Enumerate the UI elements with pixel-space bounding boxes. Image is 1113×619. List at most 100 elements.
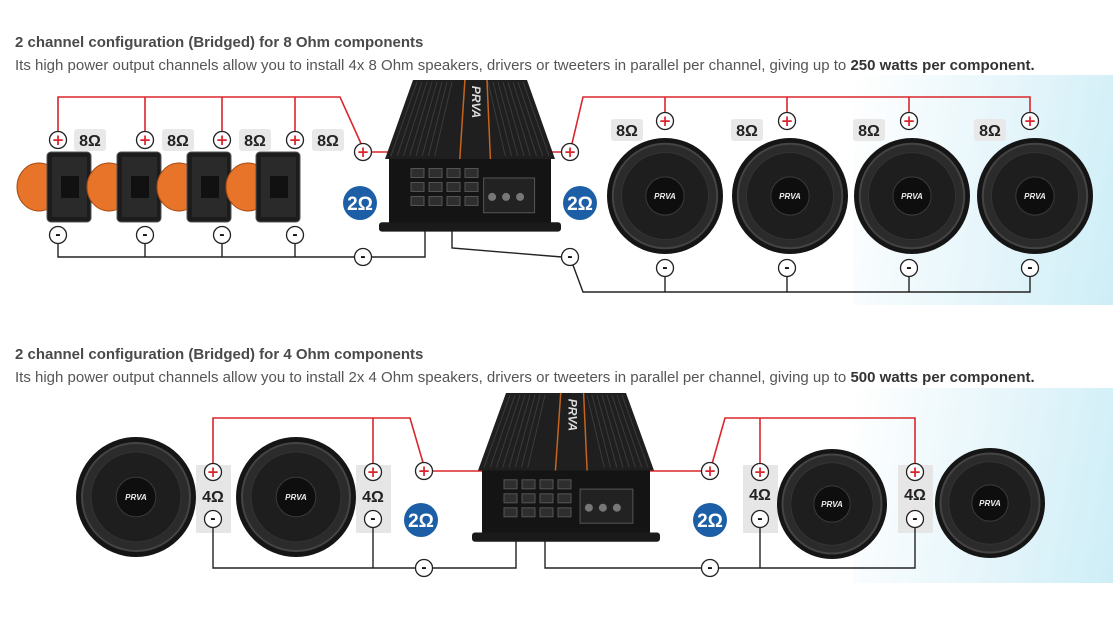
- terminal-symbol: -: [360, 250, 365, 265]
- brand-logo: PRVA: [901, 192, 923, 201]
- terminal-symbol: +: [357, 143, 370, 161]
- terminal-symbol: +: [564, 143, 577, 161]
- positive-terminal: +: [212, 130, 232, 150]
- amp-brand-logo: PRVA: [565, 399, 579, 431]
- plus-icon: [655, 111, 675, 131]
- brand-logo: PRVA: [1024, 192, 1046, 201]
- plus-icon: [363, 462, 383, 482]
- label-background: [974, 119, 1006, 141]
- speaker-terminal: [557, 507, 572, 518]
- wattage-highlight: 500 watts per component.: [850, 369, 1035, 386]
- terminal-symbol: +: [289, 131, 302, 149]
- positive-wire: [212, 417, 425, 472]
- speaker-terminal: [410, 181, 425, 192]
- minus-icon: [135, 225, 155, 245]
- speaker-terminal: [521, 507, 536, 518]
- plus-icon: [1020, 111, 1040, 131]
- terminal-symbol: +: [52, 131, 65, 149]
- terminal-symbol: +: [367, 463, 380, 481]
- terminal-symbol: -: [784, 261, 789, 276]
- positive-terminal: +: [135, 130, 155, 150]
- terminal-symbol: -: [55, 228, 60, 243]
- heatsink-fin: [601, 394, 624, 468]
- power-terminal-screw: [516, 192, 525, 201]
- speaker-terminal: [446, 195, 461, 206]
- impedance-value: 4Ω: [362, 489, 384, 506]
- dust-cap: [275, 476, 317, 518]
- power-terminal-screw: [584, 503, 593, 512]
- woofer-speaker: PRVA: [732, 138, 848, 254]
- heatsink-fin: [409, 81, 433, 156]
- terminal-symbol: -: [142, 228, 147, 243]
- woofer-speaker: PRVA: [777, 449, 887, 559]
- dust-cap: [971, 484, 1009, 522]
- wattage-highlight: 250 watts per component.: [850, 57, 1035, 74]
- negative-terminal: -: [203, 509, 223, 529]
- negative-terminal: -: [655, 258, 675, 278]
- positive-terminal: +: [48, 130, 68, 150]
- terminal-symbol: -: [906, 261, 911, 276]
- minus-icon: [655, 258, 675, 278]
- speaker-terminal: [446, 167, 461, 178]
- terminal-symbol: -: [567, 250, 572, 265]
- impedance-label: 8Ω: [162, 129, 194, 151]
- dust-cap: [770, 176, 810, 216]
- minus-icon: [48, 225, 68, 245]
- badge-circle: [693, 503, 727, 537]
- impedance-label: 4Ω: [749, 487, 771, 504]
- terminal-symbol: -: [370, 512, 375, 527]
- minus-icon: [1020, 258, 1040, 278]
- speaker-terminal: [428, 195, 443, 206]
- negative-terminal: -: [414, 558, 434, 578]
- speaker-terminal: [503, 507, 518, 518]
- heatsink-fin: [434, 81, 453, 156]
- brand-logo: PRVA: [125, 493, 147, 502]
- woofer-speaker: PRVA: [236, 437, 356, 557]
- horn-throat: [131, 176, 149, 198]
- positive-terminal: +: [560, 142, 580, 162]
- plus-icon: [353, 142, 373, 162]
- minus-icon: [700, 558, 720, 578]
- heatsink-fin: [616, 394, 643, 468]
- impedance-label: 4Ω: [362, 489, 384, 506]
- negative-terminal: -: [750, 509, 770, 529]
- positive-terminal: +: [363, 462, 383, 482]
- terminal-symbol: -: [912, 512, 917, 527]
- brand-logo: PRVA: [821, 500, 843, 509]
- impedance-value: 8Ω: [317, 133, 339, 150]
- minus-icon: [414, 558, 434, 578]
- power-terminal-screw: [612, 503, 621, 512]
- accent-stripe: [554, 392, 562, 471]
- amp-heatsink: [478, 393, 654, 471]
- plus-icon: [750, 462, 770, 482]
- negative-terminal: -: [905, 509, 925, 529]
- impedance-label: 4Ω: [202, 489, 224, 506]
- speaker-terminal: [557, 479, 572, 490]
- plus-icon: [414, 461, 434, 481]
- accent-stripe: [486, 79, 492, 160]
- minus-icon: [560, 247, 580, 267]
- speaker-terminal: [557, 493, 572, 504]
- terminal-symbol: -: [210, 512, 215, 527]
- negative-terminal: -: [899, 258, 919, 278]
- speaker-terminal: [428, 181, 443, 192]
- positive-terminal: +: [1020, 111, 1040, 131]
- tweeter-driver: [156, 151, 232, 223]
- power-terminal-screw: [502, 192, 511, 201]
- horn-throat: [61, 176, 79, 198]
- impedance-label: 8Ω: [239, 129, 271, 151]
- plus-icon: [905, 462, 925, 482]
- heatsink-fin: [507, 81, 531, 156]
- impedance-value: 4Ω: [749, 487, 771, 504]
- section-2-title: 2 channel configuration (Bridged) for 4 …: [15, 346, 424, 363]
- impedance-label: 8Ω: [312, 129, 344, 151]
- plus-icon: [48, 130, 68, 150]
- negative-terminal: -: [1020, 258, 1040, 278]
- plus-icon: [700, 461, 720, 481]
- tweeter-driver: [225, 151, 301, 223]
- terminal-symbol: -: [1027, 261, 1032, 276]
- heatsink-fin: [522, 81, 550, 157]
- power-terminal-screw: [488, 192, 497, 201]
- positive-wire: [709, 417, 916, 472]
- terminal-symbol: +: [418, 462, 431, 480]
